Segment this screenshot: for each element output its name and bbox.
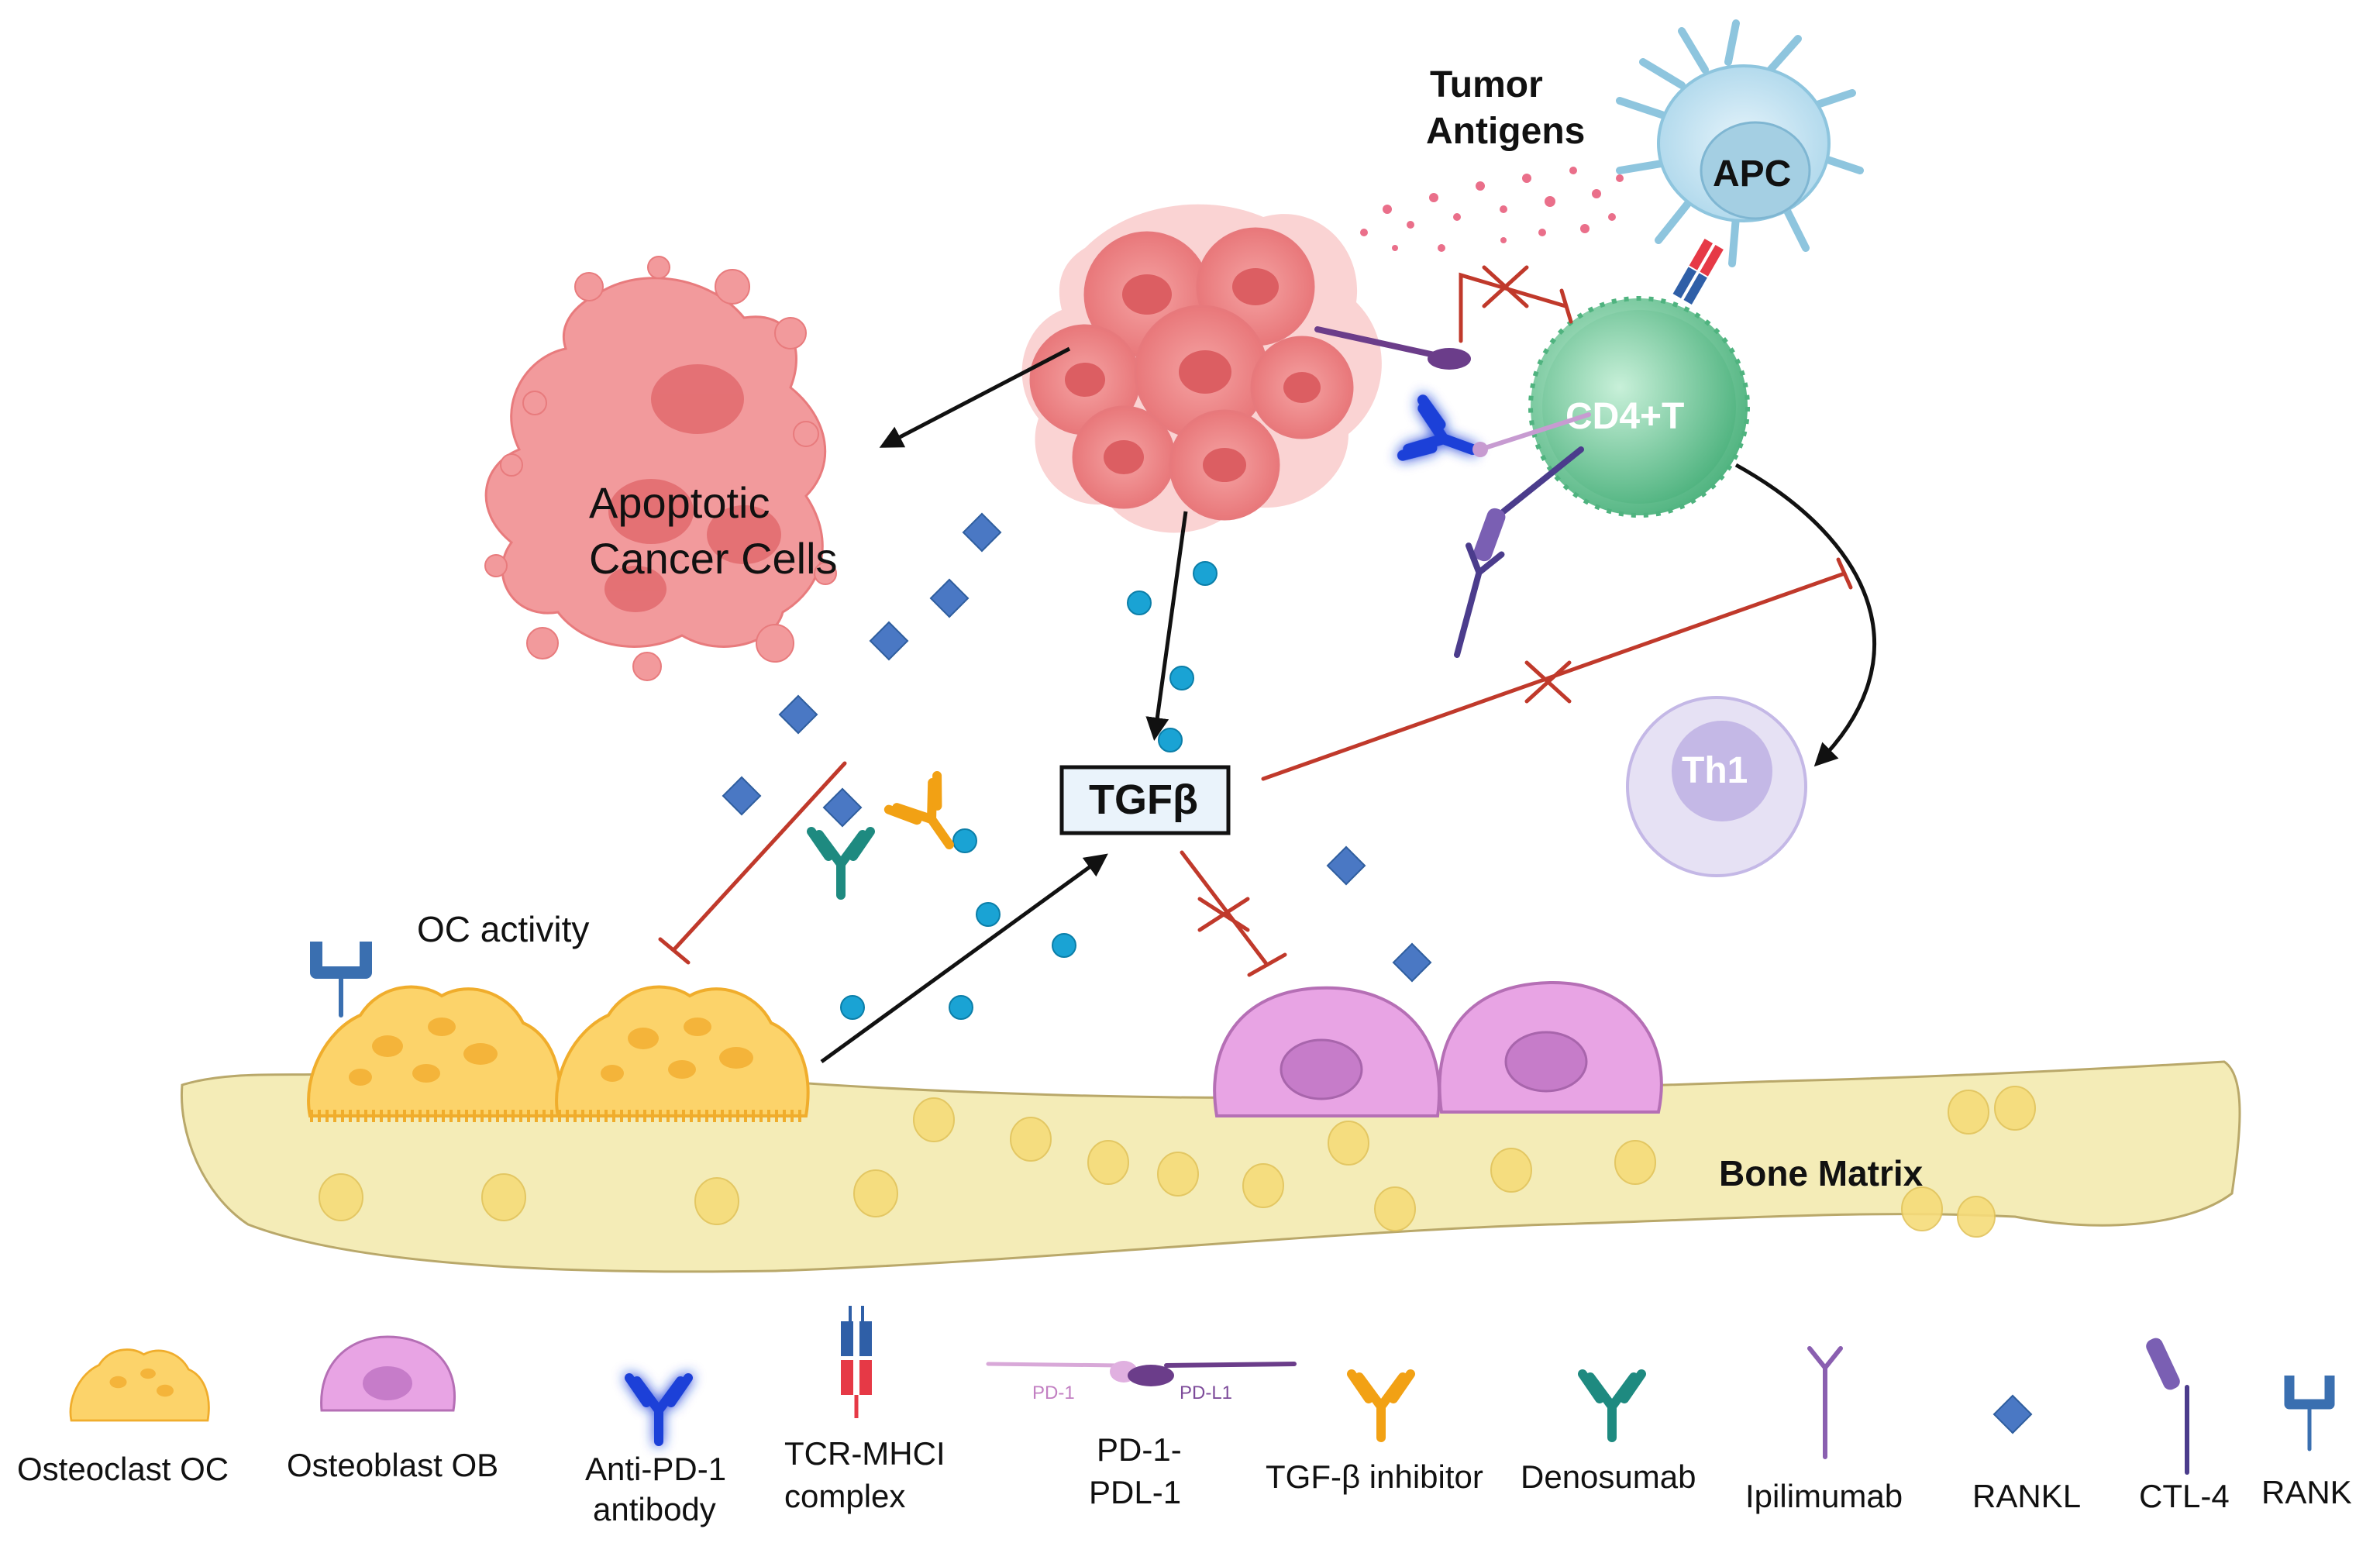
activation-arrows — [820, 346, 1877, 1064]
legend-rank-label: RANK — [2261, 1474, 2352, 1510]
osteoblast-cell-1 — [1213, 986, 1441, 1117]
inhibition-lines — [658, 265, 1853, 977]
legend-osteoblast-icon — [320, 1335, 456, 1412]
apc-cell: APC — [1616, 19, 1864, 267]
apc-label: APC — [1713, 153, 1791, 195]
th1-cell: Th1 — [1626, 696, 1807, 877]
apoptotic-cancer-cells: Apoptotic Cancer Cells — [484, 256, 838, 681]
legend-rankl-label: RANKL — [1972, 1478, 2081, 1514]
legend-pd1-small-label: PD-1 — [1032, 1383, 1075, 1403]
tcr-mhc-complex-icon — [1672, 239, 1724, 305]
legend-rankl-icon — [1993, 1394, 2033, 1434]
legend-osteoblast-label: Osteoblast OB — [287, 1447, 498, 1483]
tgfb-label: TGFβ — [1089, 776, 1198, 823]
ipilimumab-icon — [1454, 542, 1505, 658]
legend-denosumab-label: Denosumab — [1521, 1458, 1696, 1495]
tgfb-box: TGFβ — [1059, 765, 1231, 835]
tumor-antigens-label-line1: Tumor — [1430, 64, 1543, 105]
denosumab-antibody-scene — [811, 832, 870, 895]
anti-pd1-antibody-icon — [1403, 400, 1483, 477]
legend-ctl4-label: CTL-4 — [2139, 1478, 2230, 1514]
legend-tgfb-inhibitor-label: TGF-β inhibitor — [1266, 1458, 1483, 1495]
pd1-pdl1-binding-icon — [1314, 326, 1471, 370]
legend-anti-pd1-label-line1: Anti-PD-1 — [585, 1451, 726, 1487]
legend-osteoclast-label: Osteoclast OC — [17, 1451, 229, 1487]
oc-activity-label: OC activity — [417, 909, 589, 949]
rank-receptor-icon — [310, 942, 372, 1018]
legend-rank-icon — [2284, 1376, 2335, 1451]
legend-tcr-label-line2: complex — [784, 1478, 905, 1514]
rankl-molecules — [722, 512, 1432, 983]
legend-ipilimumab-icon — [1807, 1346, 1843, 1459]
osteoblast-cell-2 — [1438, 980, 1663, 1114]
tumor-cell-cluster — [1021, 204, 1382, 533]
legend-ipilimumab-label: Ipilimumab — [1745, 1478, 1903, 1514]
legend-pd1-pdl1-icon — [986, 1361, 1297, 1386]
cd4t-cell: CD4+T — [1528, 296, 1750, 518]
legend: Osteoclast OC Osteoblast OB Anti-PD-1 an… — [17, 1306, 2352, 1527]
legend-osteoclast-icon — [69, 1348, 210, 1422]
legend-anti-pd1-label-line2: antibody — [593, 1491, 716, 1527]
legend-anti-pd1-icon — [629, 1378, 688, 1441]
legend-ctl4-icon — [2146, 1338, 2189, 1475]
tumor-antigens-label-line2: Antigens — [1426, 111, 1585, 152]
legend-denosumab-icon — [1583, 1374, 1641, 1438]
ctla4-receptor-icon — [1473, 446, 1584, 562]
legend-tgfb-inhibitor-icon — [1352, 1374, 1410, 1438]
legend-pd1pdl1-label-line1: PD-1- — [1097, 1431, 1182, 1468]
legend-pd1pdl1-label-line2: PDL-1 — [1089, 1474, 1181, 1510]
bone-matrix-label: Bone Matrix — [1719, 1153, 1924, 1193]
legend-tcr-mhc-icon — [841, 1306, 872, 1418]
osteoclast-cell-1 — [307, 985, 562, 1122]
apoptotic-label-line2: Cancer Cells — [589, 534, 838, 583]
osteoclast-cell-2 — [555, 985, 810, 1122]
apoptotic-label-line1: Apoptotic — [589, 478, 770, 527]
tumor-antigen-particles — [1360, 167, 1624, 252]
tgfb-molecules — [840, 561, 1218, 1020]
legend-pdl1-small-label: PD-L1 — [1180, 1383, 1232, 1403]
th1-label: Th1 — [1682, 750, 1748, 791]
legend-tcr-label-line1: TCR-MHCI — [784, 1435, 945, 1472]
